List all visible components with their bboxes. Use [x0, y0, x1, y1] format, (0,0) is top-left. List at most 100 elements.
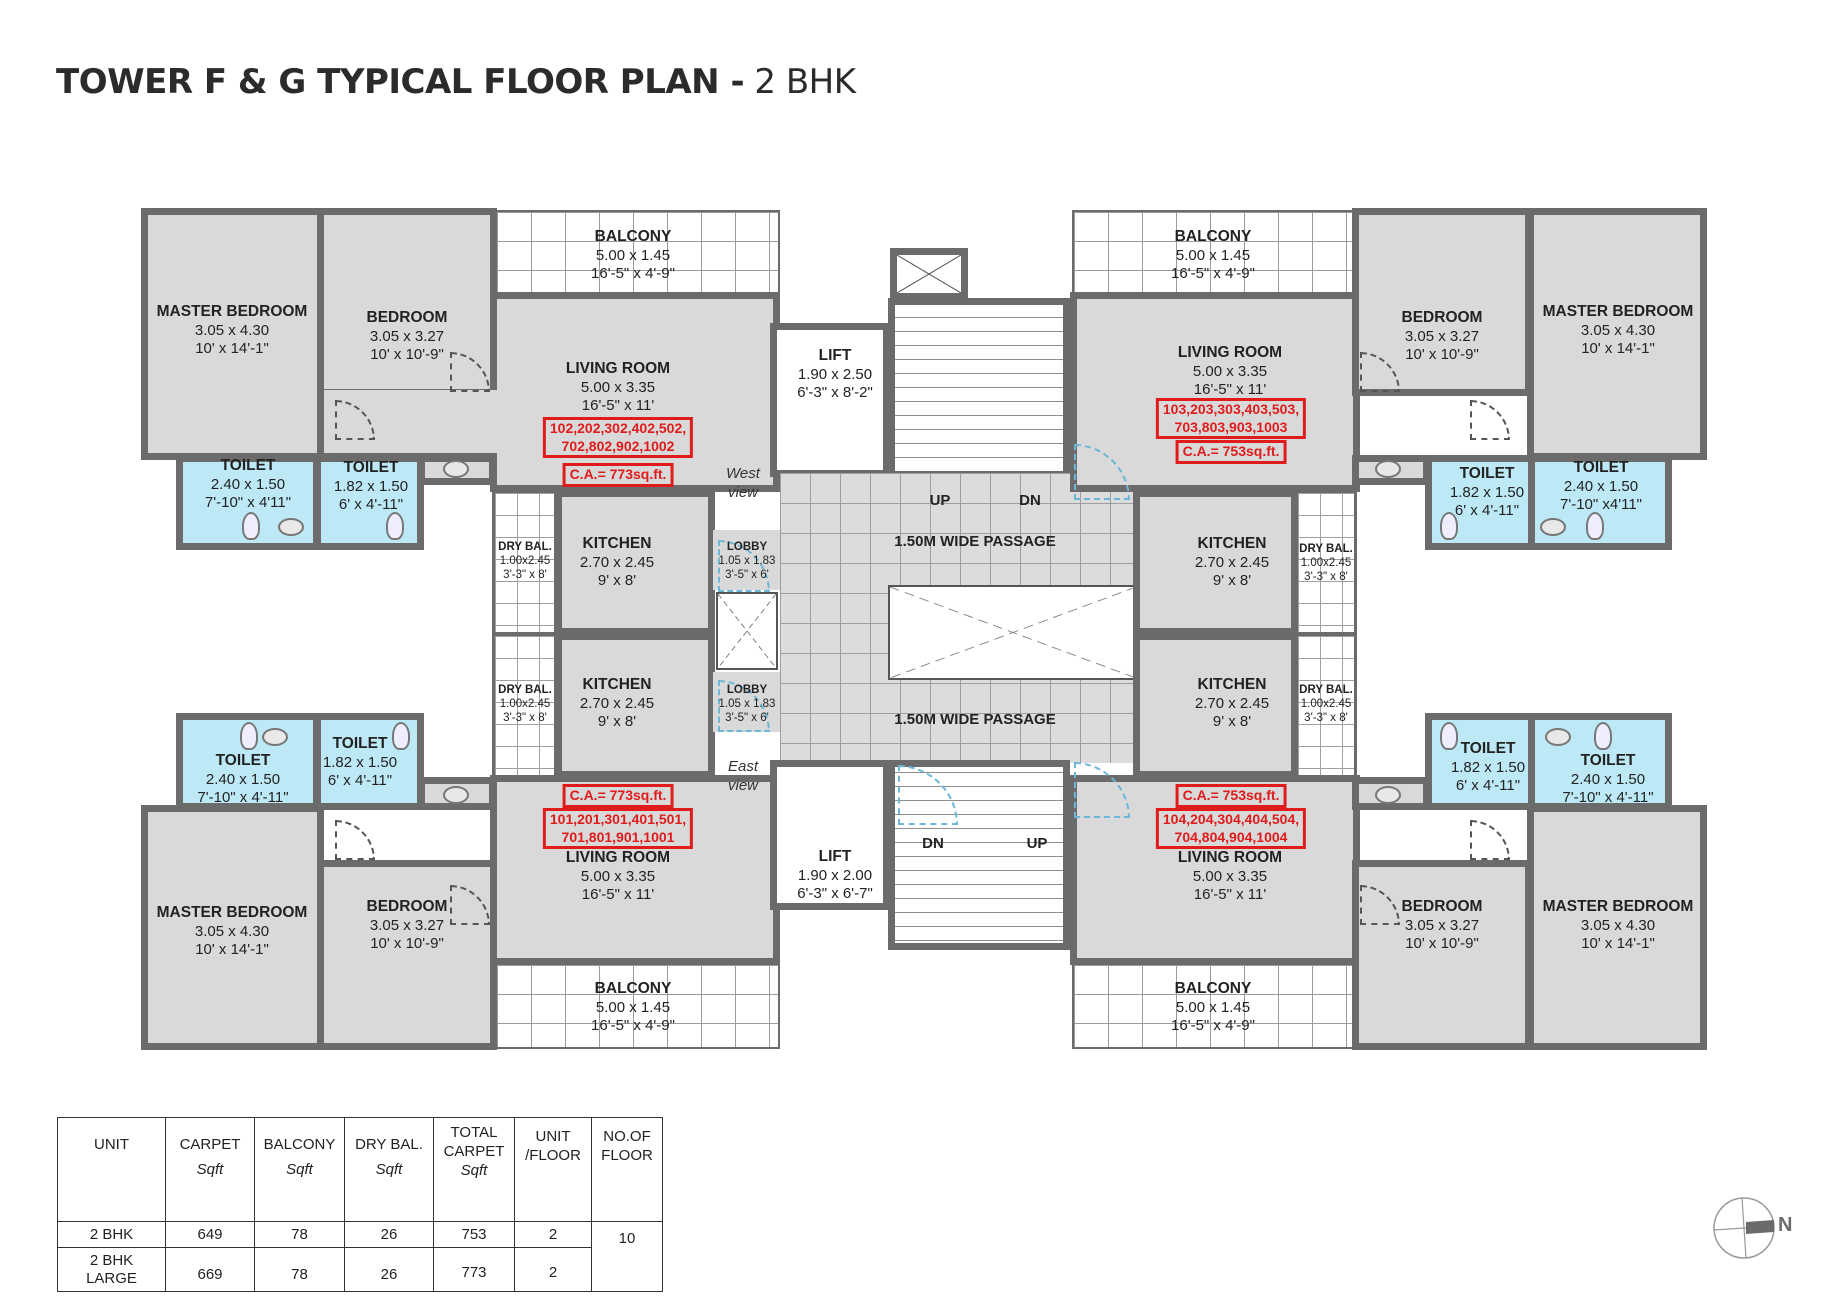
header-dry-bal: DRY BAL.Sqft: [344, 1117, 434, 1222]
label-master-bedroom: MASTER BEDROOM 3.05 x 4.30 10' x 14'-1": [156, 904, 308, 959]
sink-icon: [262, 728, 288, 746]
east-view-label: East view: [727, 758, 759, 794]
living-room: [490, 775, 780, 965]
stair-dn-label: DN: [1019, 492, 1041, 509]
label-bedroom: BEDROOM 3.05 x 3.27 10' x 10'-9": [1401, 898, 1483, 953]
bedroom: [1352, 860, 1532, 1050]
sink-icon: [1545, 728, 1571, 746]
page-title: TOWER F & G TYPICAL FLOOR PLAN - 2 BHK: [56, 62, 856, 102]
label-master-bedroom: MASTER BEDROOM 3.05 x 4.30 10' x 14'-1": [1542, 303, 1694, 358]
cell-balcony: 78: [254, 1221, 345, 1248]
label-balcony: BALCONY 5.00 x 1.45 16'-5" x 4'-9": [591, 980, 675, 1035]
label-master-bedroom: MASTER BEDROOM 3.05 x 4.30 10' x 14'-1": [156, 303, 308, 358]
label-toilet-small: TOILET 1.82 x 1.50 6' x 4'-11": [322, 735, 398, 790]
label-living-room: LIVING ROOM 5.00 x 3.35 16'-5" x 11': [1177, 344, 1283, 399]
carpet-area-bottom-right: C.A.= 753sq.ft.: [1175, 784, 1287, 808]
label-dry-balcony: DRY BAL. 1.00x2.45 3'-3" x 8': [1299, 684, 1353, 725]
label-toilet-large: TOILET 2.40 x 1.50 7'-10" x 4'-11": [197, 752, 289, 807]
label-balcony: BALCONY 5.00 x 1.45 16'-5" x 4'-9": [1171, 980, 1255, 1035]
living-room: [1070, 292, 1360, 492]
label-kitchen: KITCHEN 2.70 x 2.45 9' x 8': [579, 676, 655, 731]
door-swing: [1470, 400, 1510, 440]
north-label: N: [1778, 1214, 1793, 1236]
flat-numbers-top-right: 103,203,303,403,503, 703,803,903,1003: [1155, 398, 1307, 439]
balcony: [495, 963, 780, 1049]
label-living-room: LIVING ROOM 5.00 x 3.35 16'-5" x 11': [565, 849, 671, 904]
cell-balcony: 78: [254, 1247, 345, 1292]
label-bedroom: BEDROOM 3.05 x 3.27 10' x 10'-9": [1401, 309, 1483, 364]
toilet-icon: [242, 512, 260, 540]
label-balcony: BALCONY 5.00 x 1.45 16'-5" x 4'-9": [1171, 228, 1255, 283]
stair-up-label: UP: [1026, 835, 1048, 852]
header-unit-per-floor: UNIT/FLOOR: [514, 1117, 592, 1222]
north-compass-icon: N: [1708, 1188, 1792, 1268]
cell-no-of-floor: 10: [591, 1221, 663, 1292]
lift-top: [770, 323, 890, 477]
kitchen-top: [1133, 490, 1298, 635]
stair-dn-label: DN: [922, 835, 944, 852]
label-toilet-large: TOILET 2.40 x 1.50 7'-10" x 4'11": [204, 457, 292, 512]
toilet-icon: [1586, 512, 1604, 540]
bedroom: [317, 860, 497, 1050]
flat-numbers-bottom-right: 104,204,304,404,504, 704,804,904,1004: [1155, 808, 1307, 849]
cell-unit: 2 BHK: [57, 1221, 166, 1248]
cell-total-carpet: 773: [433, 1247, 515, 1292]
door-swing: [1470, 820, 1510, 860]
sink-icon: [443, 460, 469, 478]
toilet-icon: [1440, 722, 1458, 750]
label-toilet-small: TOILET 1.82 x 1.50 6' x 4'-11": [333, 459, 409, 514]
label-living-room: LIVING ROOM 5.00 x 3.35 16'-5" x 11': [565, 360, 671, 415]
door-swing: [335, 820, 375, 860]
label-bedroom: BEDROOM 3.05 x 3.27 10' x 10'-9": [366, 309, 448, 364]
door-swing-entry: [1074, 762, 1130, 818]
label-dry-balcony: DRY BAL. 1.00x2.45 3'-3" x 8': [498, 684, 552, 725]
toilet-icon: [1440, 512, 1458, 540]
master-bedroom: [1527, 805, 1707, 1050]
cell-carpet: 669: [165, 1247, 255, 1292]
cell-unit-per-floor: 2: [514, 1221, 592, 1248]
label-kitchen: KITCHEN 2.70 x 2.45 9' x 8': [579, 535, 655, 590]
label-toilet-small: TOILET 1.82 x 1.50 6' x 4'-11": [1450, 740, 1526, 795]
lift-bottom: [770, 760, 890, 910]
label-dry-balcony: DRY BAL. 1.00x2.45 3'-3" x 8': [498, 541, 552, 582]
cell-dry-bal: 26: [344, 1247, 434, 1292]
duct-void: [716, 592, 778, 670]
flat-numbers-bottom-left: 101,201,301,401,501, 701,801,901,1001: [542, 808, 694, 849]
label-master-bedroom: MASTER BEDROOM 3.05 x 4.30 10' x 14'-1": [1542, 898, 1694, 953]
label-lift-top: LIFT 1.90 x 2.50 6'-3" x 8'-2": [797, 347, 873, 402]
toilet-icon: [386, 512, 404, 540]
toilet-small: [314, 455, 424, 550]
kitchen-bottom: [1133, 633, 1298, 778]
carpet-area-top-left: C.A.= 773sq.ft.: [562, 463, 674, 487]
table-row: 2 BHK 649 78 26 753 2 10: [57, 1221, 663, 1292]
balcony: [1072, 963, 1355, 1049]
cell-dry-bal: 26: [344, 1221, 434, 1248]
title-bold: TOWER F & G TYPICAL FLOOR PLAN -: [56, 62, 745, 102]
passage-label: 1.50M WIDE PASSAGE: [894, 711, 1056, 728]
balcony: [495, 210, 780, 296]
kitchen-top: [555, 490, 715, 635]
title-light: 2 BHK: [754, 62, 856, 102]
dry-balcony-bottom: [1295, 633, 1357, 778]
label-balcony: BALCONY 5.00 x 1.45 16'-5" x 4'-9": [591, 228, 675, 283]
west-view-label: West view: [726, 465, 760, 501]
label-kitchen: KITCHEN 2.70 x 2.45 9' x 8': [1194, 676, 1270, 731]
carpet-area-bottom-left: C.A.= 773sq.ft.: [562, 784, 674, 808]
carpet-area-top-right: C.A.= 753sq.ft.: [1175, 440, 1287, 464]
toilet-icon: [240, 722, 258, 750]
header-unit: UNIT: [57, 1117, 166, 1222]
label-toilet-large: TOILET 2.40 x 1.50 7'-10" x4'11": [1560, 459, 1642, 514]
label-lobby: LOBBY 1.05 x 1.83 3'-5" x 6': [718, 541, 776, 582]
flat-numbers-top-left: 102,202,302,402,502, 702,802,902,1002: [542, 417, 694, 458]
central-void: [888, 585, 1138, 680]
staircase-top: [888, 298, 1070, 478]
cell-carpet: 649: [165, 1221, 255, 1248]
cell-total-carpet: 753: [433, 1221, 515, 1248]
toilet-icon: [1594, 722, 1612, 750]
